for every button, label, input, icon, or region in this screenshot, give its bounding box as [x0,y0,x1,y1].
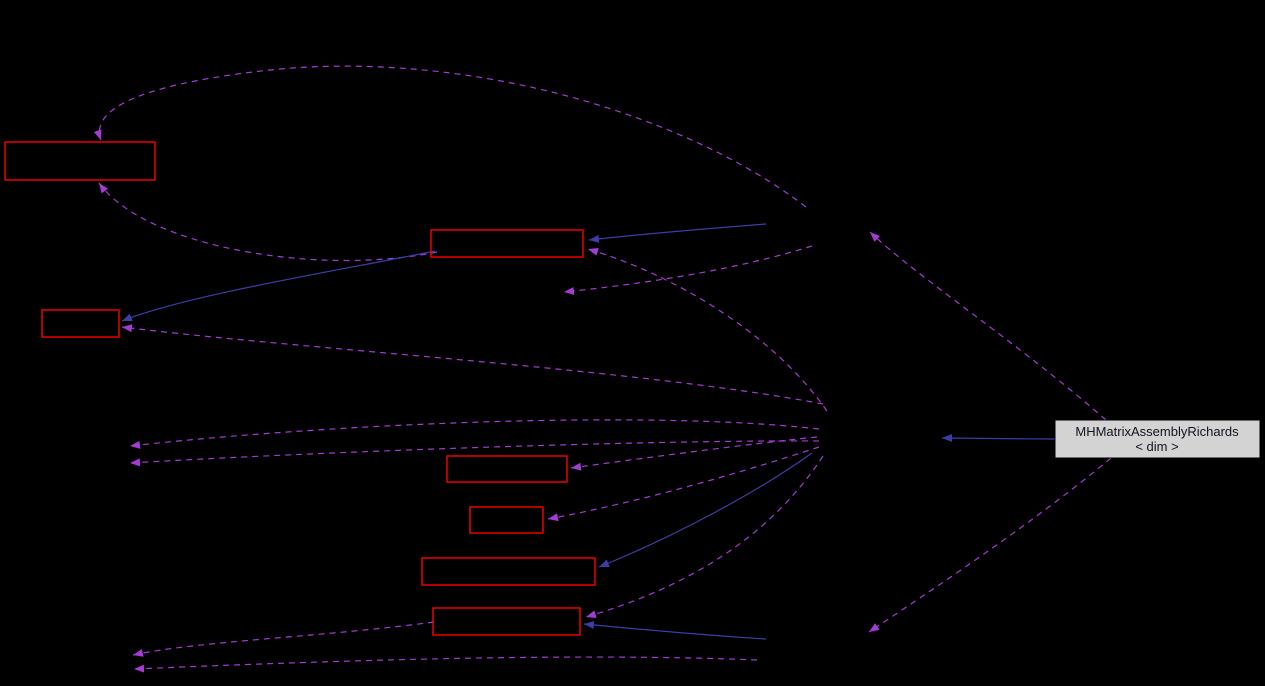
edge-uses-main-to-bottom [868,457,1112,633]
edge-uses-bottom-left-lower [133,656,758,673]
edge-uses-far-left-lower [129,440,820,467]
class-node-upper-middle[interactable] [430,229,584,258]
edge-uses-main-to-top [869,231,1107,421]
main-class-node: MHMatrixAssemblyRichards < dim > [1054,419,1261,459]
edge-uses-to-node5 [547,446,820,522]
edge-uses-bottom-left-upper [132,621,435,657]
edge-inherit-to-node3 [121,250,436,322]
class-node-left[interactable] [41,309,120,338]
class-nodes [4,141,596,636]
edge-inherit-to-node7 [583,620,767,640]
edge-uses-to-node1-bottom [98,182,438,262]
main-class-node-label: MHMatrixAssemblyRichards [1075,424,1239,439]
edge-inherit-main-to-base [941,434,1056,443]
usage-edges [93,65,1112,673]
edge-inherit-to-node6 [598,452,813,568]
inheritance-edges [121,223,1056,640]
class-node-middle-1[interactable] [446,455,568,483]
class-node-top-left[interactable] [4,141,156,181]
edge-uses-to-node3 [121,324,824,405]
edge-uses-to-node4 [570,436,818,471]
main-class-node-template-param: < dim > [1135,439,1178,454]
class-node-middle-3[interactable] [421,557,596,586]
class-node-middle-4[interactable] [432,607,581,636]
edge-uses-to-node2 [587,248,828,412]
edge-uses-to-node7 [585,455,824,619]
main-class-node-box [1054,419,1261,459]
class-node-middle-2[interactable] [469,506,544,534]
edge-uses-top-loop [93,65,807,208]
edge-uses-far-left-upper [129,419,820,449]
edge-inherit-to-node2 [588,223,767,243]
